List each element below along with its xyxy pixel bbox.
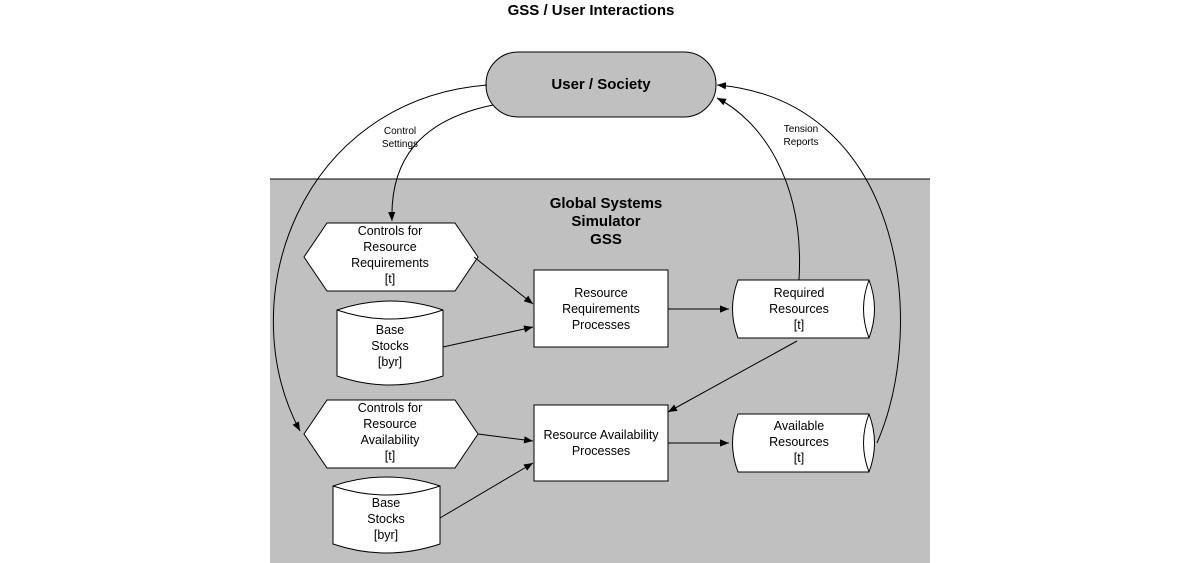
control-settings-label: Control Settings bbox=[382, 126, 418, 150]
svg-text:Availability: Availability bbox=[361, 433, 421, 447]
base-stocks-1-rim bbox=[336, 309, 444, 320]
available-resources-node[interactable]: Available Resources [t] bbox=[732, 413, 875, 473]
edge-required-to-availability bbox=[667, 340, 798, 413]
base-stocks-1-shape bbox=[336, 300, 444, 386]
svg-text:[byr]: [byr] bbox=[378, 355, 402, 369]
svg-text:Controls for: Controls for bbox=[358, 224, 423, 238]
tension-reports-label: Tension Reports bbox=[783, 124, 818, 148]
svg-text:Resource: Resource bbox=[363, 240, 417, 254]
svg-text:Settings: Settings bbox=[382, 139, 418, 150]
edge-controls-to-availability bbox=[477, 433, 534, 444]
svg-text:[t]: [t] bbox=[385, 449, 395, 463]
svg-text:[t]: [t] bbox=[794, 318, 804, 332]
svg-text:Processes: Processes bbox=[572, 318, 630, 332]
svg-text:Tension: Tension bbox=[784, 124, 818, 135]
svg-text:[t]: [t] bbox=[794, 451, 804, 465]
svg-text:[t]: [t] bbox=[385, 272, 395, 286]
svg-text:Controls for: Controls for bbox=[358, 401, 423, 415]
svg-text:Base: Base bbox=[372, 496, 401, 510]
requirements-processes-node[interactable]: Resource Requirements Processes bbox=[533, 269, 669, 348]
svg-text:Stocks: Stocks bbox=[367, 512, 405, 526]
requirements-processes-shape bbox=[533, 269, 669, 348]
required-resources-rim bbox=[863, 279, 870, 339]
controls-requirements-node[interactable]: Controls for Resource Requirements [t] bbox=[303, 222, 479, 292]
svg-text:Reports: Reports bbox=[783, 137, 818, 148]
available-resources-rim bbox=[863, 413, 870, 473]
user-society-shape bbox=[485, 51, 717, 118]
edge-basestocks2-to-availability bbox=[439, 462, 534, 519]
base-stocks-1-node[interactable]: Base Stocks [byr] bbox=[336, 300, 444, 386]
controls-availability-node[interactable]: Controls for Resource Availability [t] bbox=[303, 399, 479, 469]
svg-text:Simulator: Simulator bbox=[571, 213, 640, 230]
availability-processes-shape bbox=[533, 404, 669, 482]
user-society-label: User / Society bbox=[551, 76, 651, 93]
edge-control-settings-requirements bbox=[388, 104, 494, 222]
svg-text:Requirements: Requirements bbox=[562, 302, 640, 316]
svg-text:Resource Availability: Resource Availability bbox=[543, 428, 659, 442]
controls-requirements-shape bbox=[303, 222, 479, 292]
base-stocks-2-node[interactable]: Base Stocks [byr] bbox=[332, 476, 441, 554]
svg-text:Available: Available bbox=[774, 419, 825, 433]
edge-control-settings-availability bbox=[272, 84, 488, 432]
svg-text:Processes: Processes bbox=[572, 444, 630, 458]
edge-controls-to-requirements bbox=[473, 256, 534, 305]
svg-text:Global Systems: Global Systems bbox=[550, 195, 663, 212]
availability-processes-node[interactable]: Resource Availability Processes bbox=[533, 404, 669, 482]
simulator-label: Global Systems Simulator GSS bbox=[550, 195, 663, 248]
svg-text:Requirements: Requirements bbox=[351, 256, 429, 270]
svg-text:Base: Base bbox=[376, 323, 405, 337]
required-resources-node[interactable]: Required Resources [t] bbox=[732, 279, 875, 339]
base-stocks-2-shape bbox=[332, 476, 441, 554]
svg-text:Control: Control bbox=[384, 126, 416, 137]
svg-text:Stocks: Stocks bbox=[371, 339, 409, 353]
controls-availability-shape bbox=[303, 399, 479, 469]
edge-tension-reports-required bbox=[716, 97, 801, 281]
svg-text:Resources: Resources bbox=[769, 435, 829, 449]
svg-text:Resources: Resources bbox=[769, 302, 829, 316]
edge-tension-reports-available bbox=[716, 82, 901, 444]
user-society-node[interactable]: User / Society bbox=[485, 51, 717, 118]
svg-text:GSS: GSS bbox=[590, 231, 622, 248]
base-stocks-2-rim bbox=[332, 485, 441, 496]
edge-basestocks1-to-requirements bbox=[442, 325, 534, 348]
svg-text:Resource: Resource bbox=[363, 417, 417, 431]
svg-text:[byr]: [byr] bbox=[374, 528, 398, 542]
svg-text:Resource: Resource bbox=[574, 286, 628, 300]
diagram-title: GSS / User Interactions bbox=[508, 2, 675, 19]
svg-text:Required: Required bbox=[774, 286, 825, 300]
